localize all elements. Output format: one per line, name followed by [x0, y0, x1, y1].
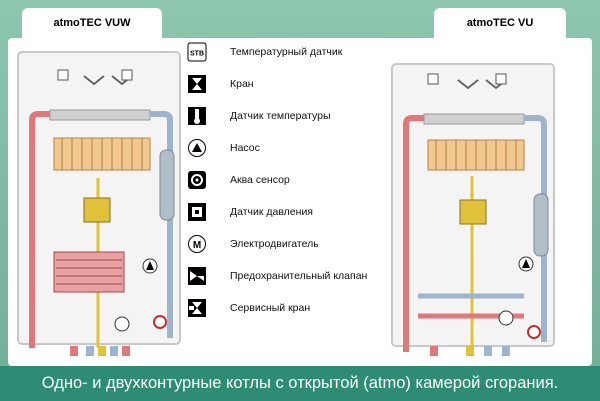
vu-hot-pipe — [403, 115, 424, 352]
motor-icon: M — [186, 233, 208, 255]
legend-item: Датчик температуры — [186, 104, 331, 128]
pump-icon — [186, 137, 208, 159]
boiler-vuw-diagram — [17, 51, 181, 356]
legend-item: Предохранительный клапан — [186, 264, 367, 288]
vu-stb-icon — [427, 73, 439, 85]
vu-manometer — [527, 325, 541, 339]
vu-heat-exchanger — [423, 113, 525, 125]
legend-item: Насос — [186, 136, 260, 160]
svg-text:M: M — [193, 240, 201, 251]
temperature-sensor-icon — [186, 105, 208, 127]
vu-connections — [430, 346, 510, 356]
vu-cold-pipe — [524, 115, 547, 342]
vuw-cold-pipe — [150, 111, 173, 338]
vuw-manometer — [153, 315, 167, 329]
vuw-heat-exchanger — [49, 109, 151, 121]
pressure-sensor-icon — [186, 201, 208, 223]
valve-icon — [186, 73, 208, 95]
vuw-hot-pipe — [29, 111, 50, 348]
vu-gas-valve — [459, 199, 487, 225]
caption-bar: Одно- и двухконтурные котлы с открытой (… — [0, 366, 600, 401]
legend-item: Датчик давления — [186, 200, 313, 224]
caption: Одно- и двухконтурные котлы с открытой (… — [41, 374, 559, 392]
boiler-vu-diagram — [391, 63, 555, 356]
safety-valve-icon — [186, 265, 208, 287]
vuw-connections — [70, 346, 130, 356]
title-vuw: atmoTEC VUW — [53, 17, 131, 29]
stb-icon: STB — [186, 41, 208, 63]
svg-text:STB: STB — [190, 51, 204, 58]
vuw-expansion-tank — [159, 149, 175, 221]
legend-item: Кран — [186, 72, 254, 96]
water-sensor-icon — [186, 169, 208, 191]
vuw-stb-icon — [57, 69, 69, 81]
title-tab-vuw: atmoTEC VUW — [22, 8, 162, 38]
legend-item: Аква сенсор — [186, 168, 290, 192]
vu-motor-icon — [498, 310, 514, 326]
vu-expansion-tank — [533, 193, 549, 257]
vuw-draft-hood — [83, 75, 105, 86]
title-tab-vu: atmoTEC VU — [434, 8, 566, 38]
legend-item: STB Температурный датчик — [186, 40, 342, 64]
vuw-gas-valve — [83, 197, 111, 223]
vu-draft-hood — [457, 79, 479, 90]
vuw-secondary-exchanger — [53, 251, 125, 293]
vu-burner — [427, 139, 525, 171]
service-valve-icon — [186, 297, 208, 319]
legend-item: M Электродвигатель — [186, 232, 319, 256]
legend-item: Сервисный кран — [186, 296, 310, 320]
title-vu: atmoTEC VU — [466, 17, 534, 29]
vuw-burner — [53, 137, 151, 171]
vuw-motor-icon — [114, 316, 130, 332]
